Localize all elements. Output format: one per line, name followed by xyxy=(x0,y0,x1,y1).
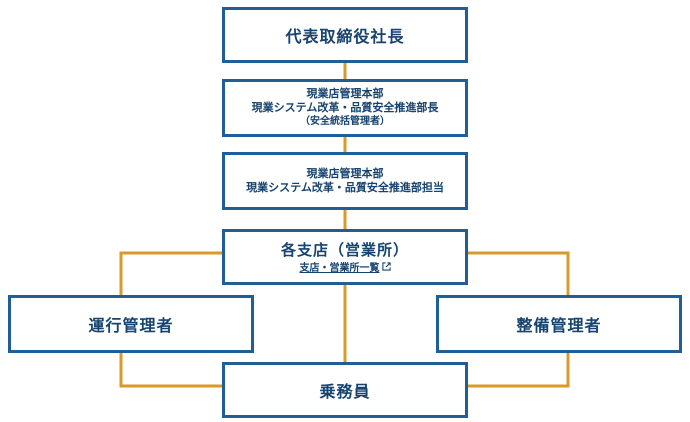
connector-operations-crew xyxy=(119,352,224,388)
connector-branch-operations xyxy=(119,251,224,296)
external-link-icon xyxy=(381,261,391,276)
director-line1: 現業店管理本部 xyxy=(306,87,384,100)
maintenance-manager-box: 整備管理者 xyxy=(436,295,682,353)
maintenance-manager-label: 整備管理者 xyxy=(516,316,602,335)
president-box: 代表取締役社長 xyxy=(222,7,468,63)
crew-label: 乗務員 xyxy=(319,382,371,401)
manager-box: 現業店管理本部 現業システム改革・品質安全推進部担当 xyxy=(222,152,468,210)
manager-line1: 現業店管理本部 xyxy=(306,167,384,180)
crew-box: 乗務員 xyxy=(222,362,468,418)
director-line2: 現業システム改革・品質安全推進部長 xyxy=(251,101,439,114)
connector-branch-maintenance xyxy=(466,251,570,296)
connector-maintenance-crew xyxy=(466,352,570,388)
director-box: 現業店管理本部 現業システム改革・品質安全推進部長 （安全統括管理者） xyxy=(222,79,468,137)
branch-box: 各支店（営業所） 支店・営業所一覧 xyxy=(222,229,468,285)
president-label: 代表取締役社長 xyxy=(285,27,405,46)
branch-title: 各支店（営業所） xyxy=(280,240,409,259)
branch-list-link-label: 支店・営業所一覧 xyxy=(299,262,380,274)
operations-manager-label: 運行管理者 xyxy=(88,316,174,335)
director-line3: （安全統括管理者） xyxy=(300,116,390,127)
operations-manager-box: 運行管理者 xyxy=(8,295,254,353)
branch-list-link[interactable]: 支店・営業所一覧 xyxy=(299,261,391,276)
manager-line2: 現業システム改革・品質安全推進部担当 xyxy=(246,181,444,194)
